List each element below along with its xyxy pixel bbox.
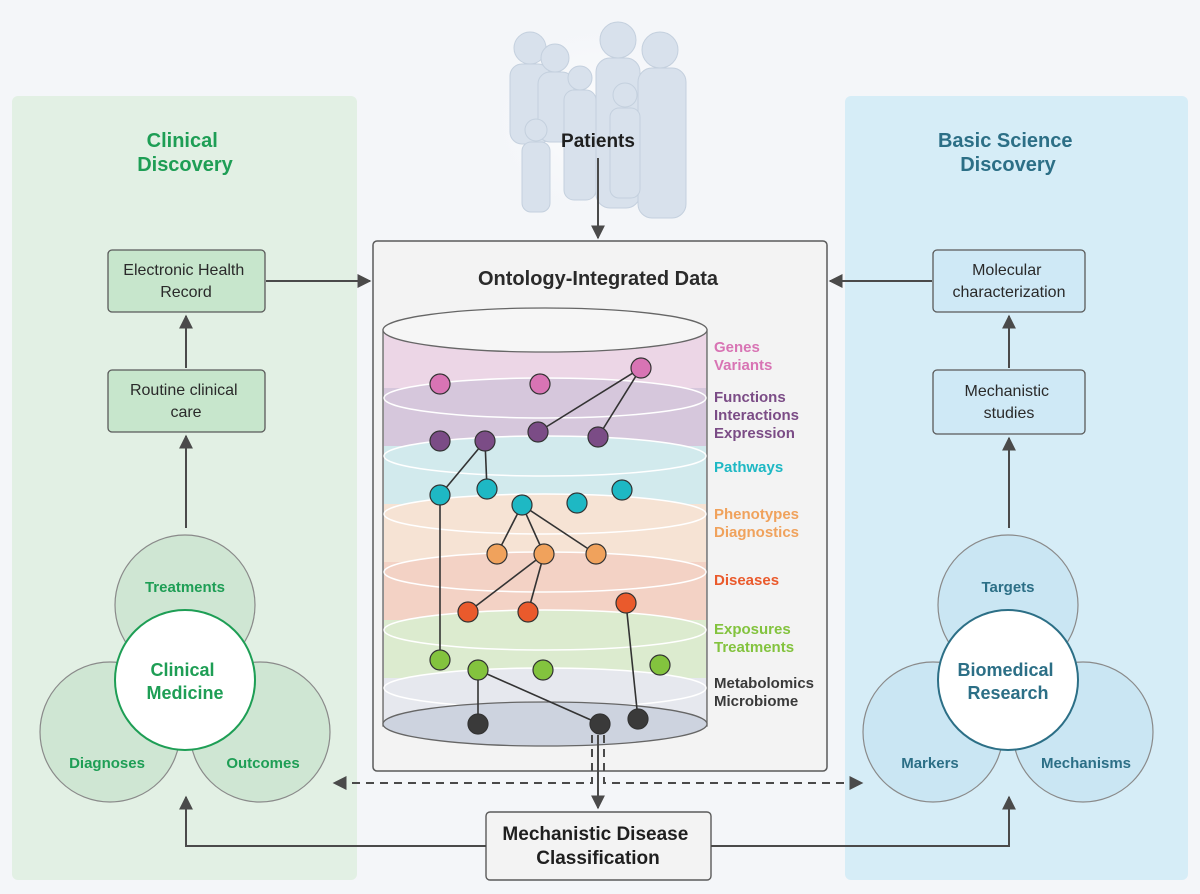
venn-diagnoses: Diagnoses xyxy=(69,755,145,772)
routine-care-label: Routine clinical care xyxy=(130,382,242,421)
venn-treatments: Treatments xyxy=(145,579,225,596)
node-edge xyxy=(537,367,642,433)
node-edge xyxy=(467,553,545,613)
node-exposures xyxy=(649,654,671,676)
node-edge xyxy=(439,440,486,496)
biomedical-research-circle xyxy=(937,609,1079,751)
node-exposures xyxy=(532,659,554,681)
venn-outcomes: Outcomes xyxy=(226,755,299,772)
science-title: Basic Science Discovery xyxy=(938,130,1078,176)
routine-care-box[interactable] xyxy=(107,369,266,433)
biomedical-research-label: Biomedical Research xyxy=(957,660,1058,703)
node-metabolomics xyxy=(467,713,489,735)
molecular-box[interactable] xyxy=(932,249,1086,313)
ontology-title: Ontology-Integrated Data xyxy=(478,268,719,290)
node-metabolomics xyxy=(589,713,611,735)
mechanistic-studies-box[interactable] xyxy=(932,369,1086,435)
node-metabolomics xyxy=(627,708,649,730)
classification-label: Mechanistic Disease Classification xyxy=(502,824,693,869)
ehr-box[interactable] xyxy=(107,249,266,313)
layer-label-diseases: Diseases xyxy=(714,572,779,589)
node-functions xyxy=(429,430,451,452)
ehr-label: Electronic Health Record xyxy=(123,262,248,301)
node-pathways xyxy=(476,478,498,500)
node-edge xyxy=(625,602,639,720)
node-pathways xyxy=(511,494,533,516)
clinical-medicine-circle xyxy=(114,609,256,751)
node-exposures xyxy=(429,649,451,671)
node-diseases xyxy=(517,601,539,623)
node-pathways xyxy=(429,484,451,506)
patients-label: Patients xyxy=(561,131,635,152)
node-pathways xyxy=(611,479,633,501)
venn-targets: Targets xyxy=(981,579,1034,596)
data-cylinder xyxy=(382,307,708,747)
node-edge xyxy=(477,669,601,725)
node-diseases xyxy=(457,601,479,623)
venn-markers: Markers xyxy=(901,755,959,772)
layer-disc-phenotypes xyxy=(383,493,707,535)
people-silhouette-icon xyxy=(475,10,715,230)
node-genes xyxy=(630,357,652,379)
venn-mechanisms: Mechanisms xyxy=(1041,755,1131,772)
node-genes xyxy=(429,373,451,395)
molecular-label: Molecular characterization xyxy=(953,262,1066,301)
mechanistic-studies-label: Mechanistic studies xyxy=(965,383,1054,422)
node-edge xyxy=(597,367,642,438)
node-functions xyxy=(527,421,549,443)
layer-label-pathways: Pathways xyxy=(714,459,783,476)
node-edge xyxy=(521,504,597,555)
node-exposures xyxy=(467,659,489,681)
clinical-title: Clinical Discovery xyxy=(137,130,233,176)
layer-disc-exposures xyxy=(383,609,707,651)
cylinder-bottom xyxy=(382,701,708,747)
node-phenotypes xyxy=(533,543,555,565)
node-phenotypes xyxy=(486,543,508,565)
node-diseases xyxy=(615,592,637,614)
node-functions xyxy=(587,426,609,448)
clinical-venn xyxy=(39,534,331,803)
node-phenotypes xyxy=(585,543,607,565)
node-genes xyxy=(529,373,551,395)
science-venn xyxy=(862,534,1154,803)
clinical-medicine-label: Clinical Medicine xyxy=(146,660,223,703)
cylinder-top xyxy=(382,307,708,353)
classification-flow xyxy=(179,735,1016,847)
classification-box[interactable] xyxy=(485,811,712,881)
node-functions xyxy=(474,430,496,452)
node-pathways xyxy=(566,492,588,514)
